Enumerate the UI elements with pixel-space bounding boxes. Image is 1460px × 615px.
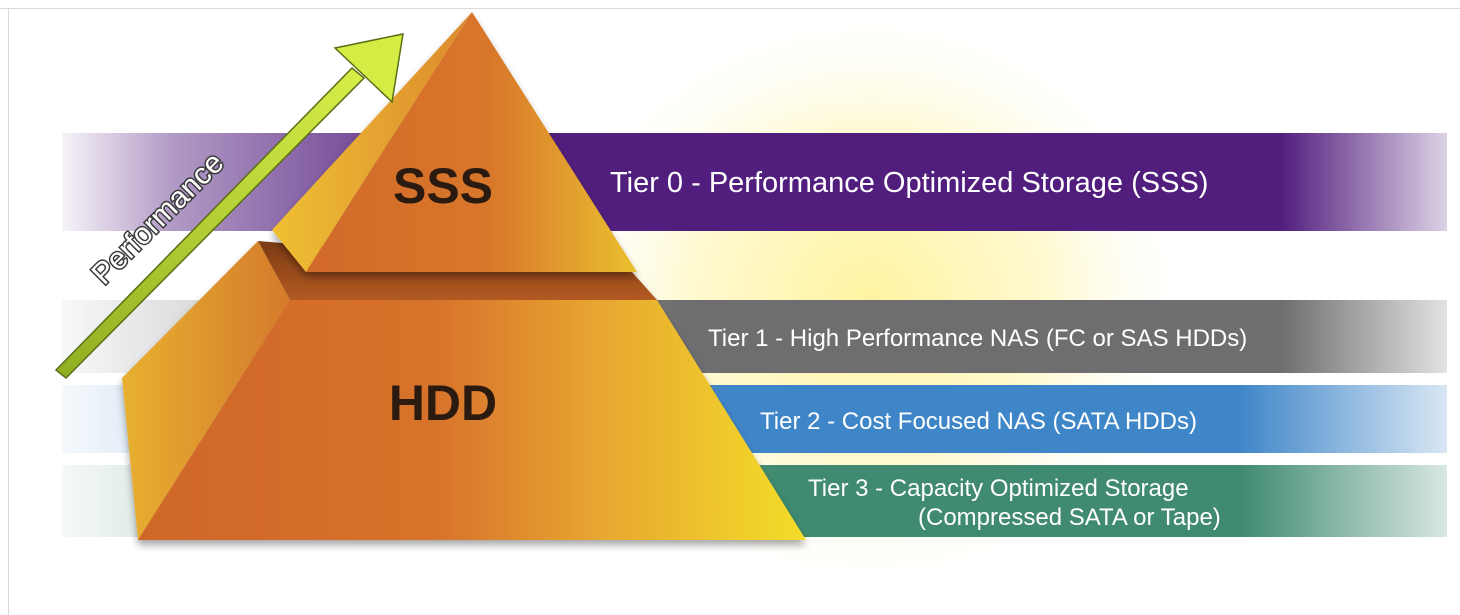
hdd-label: HDD [389,375,497,431]
tier-2-label: Tier 2 - Cost Focused NAS (SATA HDDs) [760,408,1197,435]
arrow-shaft [54,66,366,380]
frame-top-border [0,8,1460,9]
sss-label: SSS [393,158,493,214]
hdd-left-face [122,241,290,540]
sss-front-face [306,12,637,272]
tier-3-label-line-1: Tier 3 - Capacity Optimized Storage [808,475,1189,502]
frame-left-border [8,8,9,615]
tier-1-label: Tier 1 - High Performance NAS (FC or SAS… [708,325,1247,352]
hdd-front-face [138,300,806,540]
tier-0-label: Tier 0 - Performance Optimized Storage (… [610,167,1208,199]
hdd-pyramid-section [122,241,806,540]
sss-pyramid-section [272,12,637,272]
performance-arrow [54,33,404,380]
sss-left-face [272,12,472,272]
arrow-head [333,33,404,104]
tier-3-label-line-2: (Compressed SATA or Tape) [918,504,1221,531]
